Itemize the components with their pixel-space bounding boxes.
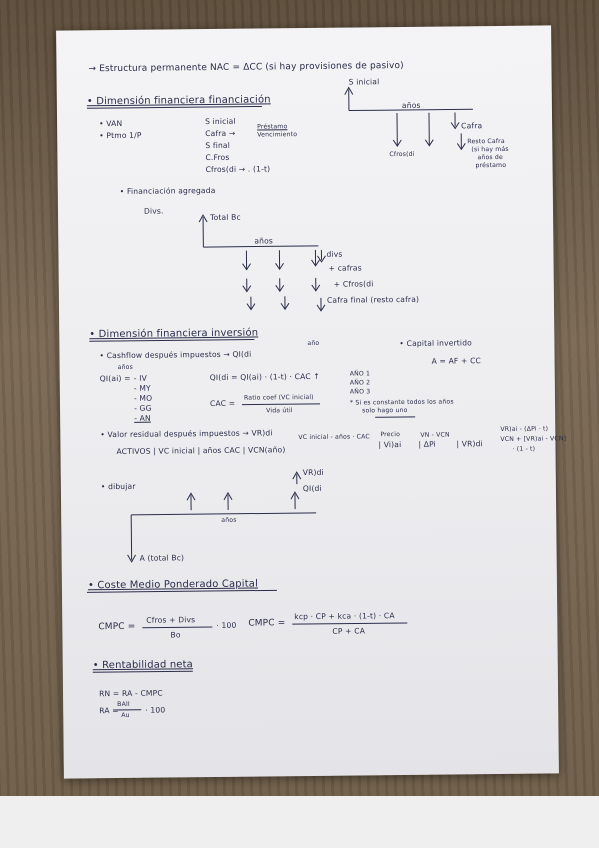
cmpc2-den: CP + CA bbox=[332, 626, 366, 636]
heading-financiacion: • Dimensión financiera financiación bbox=[86, 94, 271, 108]
qi-item-3: - MO bbox=[133, 393, 153, 403]
activos-row: ACTIVOS | VC inicial | años CAC | VCN(añ… bbox=[116, 445, 286, 457]
prest-label: Préstamo bbox=[257, 123, 288, 131]
qi-ai: QI(ai) = bbox=[99, 373, 131, 384]
cmpc1-mul: · 100 bbox=[216, 620, 237, 630]
qi-item-1: - IV bbox=[133, 373, 147, 383]
heading-cmpc: • Coste Medio Ponderado Capital bbox=[87, 578, 259, 592]
cashflow-label: • Cashflow después impuestos → QI(di bbox=[99, 349, 252, 361]
vr-diag: VR)di bbox=[302, 467, 324, 478]
floor-strip bbox=[0, 796, 599, 848]
cmpc1-den: Bo bbox=[170, 630, 181, 640]
vi-ai: | Vi)ai bbox=[378, 440, 402, 450]
diag-cafra: Cafra bbox=[461, 121, 483, 131]
cmpc1-num: Cfros + Divs bbox=[146, 615, 196, 625]
cmpc2-num: kcp · CP + kca · (1-t) · CA bbox=[294, 611, 395, 622]
capital-invertido: • Capital invertido bbox=[399, 338, 472, 349]
ra-num: BAII bbox=[117, 700, 130, 709]
qi-diag: QI(di bbox=[302, 483, 322, 494]
valor-residual: • Valor residual después impuestos → VR)… bbox=[100, 428, 273, 440]
rn-formula: RN = RA - CMPC bbox=[98, 688, 163, 699]
total-bc: Total Bc bbox=[210, 212, 241, 223]
cfros-label: + Cfros(di bbox=[333, 279, 374, 289]
capital-formula: A = AF + CC bbox=[431, 356, 482, 366]
cafras-label: + cafras bbox=[328, 263, 362, 273]
dibujar-label: • dibujar bbox=[100, 481, 136, 492]
delta-pi: | ΔPi bbox=[418, 439, 436, 449]
mid-s-inicial: S inicial bbox=[205, 116, 236, 127]
timeline-line bbox=[348, 108, 473, 112]
ink-lines bbox=[86, 86, 473, 711]
mid-cafra: Cafra → bbox=[205, 128, 236, 139]
cmpc1-lhs: CMPC = bbox=[98, 621, 136, 633]
vr-di-col: | VR)di bbox=[456, 439, 483, 449]
venc-label: Vencimiento bbox=[257, 131, 298, 139]
diag-anios: años bbox=[401, 100, 421, 110]
formula-qi-di: QI(di = QI(ai) · (1-t) · CAC ↑ bbox=[209, 371, 320, 383]
heading-rentabilidad: • Rentabilidad neta bbox=[92, 659, 194, 672]
anio-1: AÑO 1 bbox=[349, 370, 371, 378]
cac-num: Ratio coef (VC inicial) bbox=[243, 393, 314, 402]
diag-cfros: Cfros(di bbox=[389, 150, 415, 159]
cac-den: Vida útil bbox=[266, 407, 293, 415]
fin-agregada: • Financiación agregada bbox=[119, 185, 216, 196]
vcn-formula: VC inicial - años · CAC bbox=[298, 433, 370, 442]
ra-mul: · 100 bbox=[145, 705, 166, 715]
a-total: A (total Bc) bbox=[139, 553, 185, 563]
ra-den: Au bbox=[121, 711, 130, 719]
resto-1: Resto Cafra bbox=[467, 137, 505, 146]
anios-3: años bbox=[221, 516, 237, 524]
vr-formula-2: VCN + [VR)ai - VCN] bbox=[500, 435, 567, 443]
mid-s-final: S final bbox=[205, 140, 231, 151]
mid-c-fros: C.Fros bbox=[205, 152, 230, 163]
resto-3: años de bbox=[477, 153, 503, 162]
vr-formula-1: VR)ai - (ΔPi · t) bbox=[500, 425, 549, 433]
qi-item-4: - GG bbox=[134, 403, 152, 413]
qi-item-2: - MY bbox=[133, 383, 151, 393]
mid-cfros-di: Cfros(di → . (1-t) bbox=[205, 164, 271, 175]
anio-3: AÑO 3 bbox=[349, 388, 371, 396]
left-van: • VAN bbox=[99, 118, 123, 129]
vn-vcn: VN - VCN bbox=[420, 431, 450, 439]
nota-constante: * Si es constante todos los años bbox=[349, 398, 454, 407]
paper-sheet: → Estructura permanente NAC = ΔCC (si ha… bbox=[56, 25, 566, 779]
year-mark: año bbox=[307, 339, 320, 347]
cac-lhs: CAC = bbox=[209, 398, 236, 409]
divs-right: divs bbox=[326, 249, 343, 259]
left-ptmo: • Ptmo 1/P bbox=[99, 130, 142, 141]
ra-lhs: RA = bbox=[99, 705, 119, 716]
heading-inversion: • Dimensión financiera inversión bbox=[89, 327, 259, 341]
qi-item-5: - AN bbox=[134, 413, 151, 423]
anios-2: años bbox=[254, 236, 274, 246]
cmpc2-lhs: CMPC = bbox=[248, 618, 286, 629]
resto-4: préstamo bbox=[475, 161, 507, 170]
anios-small: años bbox=[117, 363, 133, 371]
vr-formula-3: · (1 - t) bbox=[512, 445, 536, 453]
nota-constante-2: solo hago uno bbox=[362, 406, 408, 415]
diag-s-inicial: S inicial bbox=[348, 77, 380, 87]
resto-2: (si hay más bbox=[471, 145, 509, 154]
precio-label: Precio bbox=[380, 431, 401, 439]
anio-2: AÑO 2 bbox=[349, 379, 371, 387]
divs-label: Divs. bbox=[143, 206, 164, 216]
cafra-final: Cafra final (resto cafra) bbox=[326, 294, 420, 305]
